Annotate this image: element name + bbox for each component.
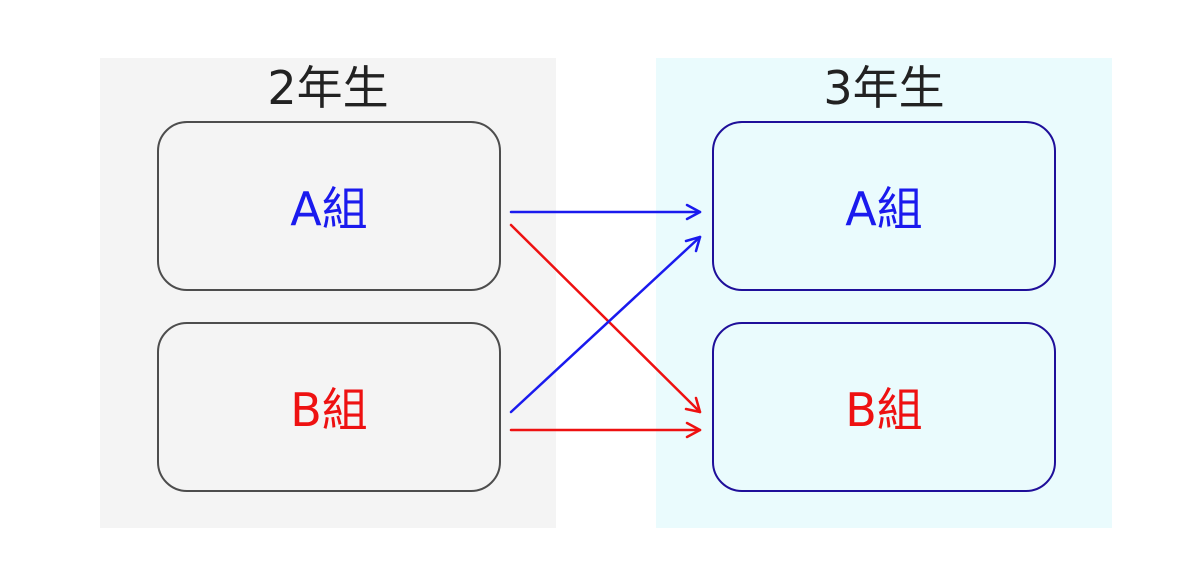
grade3-class-b-label: B組 (845, 383, 923, 437)
grade2-class-a-box: A組 (157, 121, 501, 291)
grade3-class-a-label: A組 (845, 182, 923, 236)
grade3-class-b-box: B組 (712, 322, 1056, 492)
grade3-class-a-box: A組 (712, 121, 1056, 291)
grade2-class-a-label: A組 (290, 182, 368, 236)
grade2-title: 2年生 (267, 61, 389, 115)
grade2-class-b-label: B組 (290, 383, 368, 437)
grade2-class-b-box: B組 (157, 322, 501, 492)
grade3-title: 3年生 (823, 61, 945, 115)
